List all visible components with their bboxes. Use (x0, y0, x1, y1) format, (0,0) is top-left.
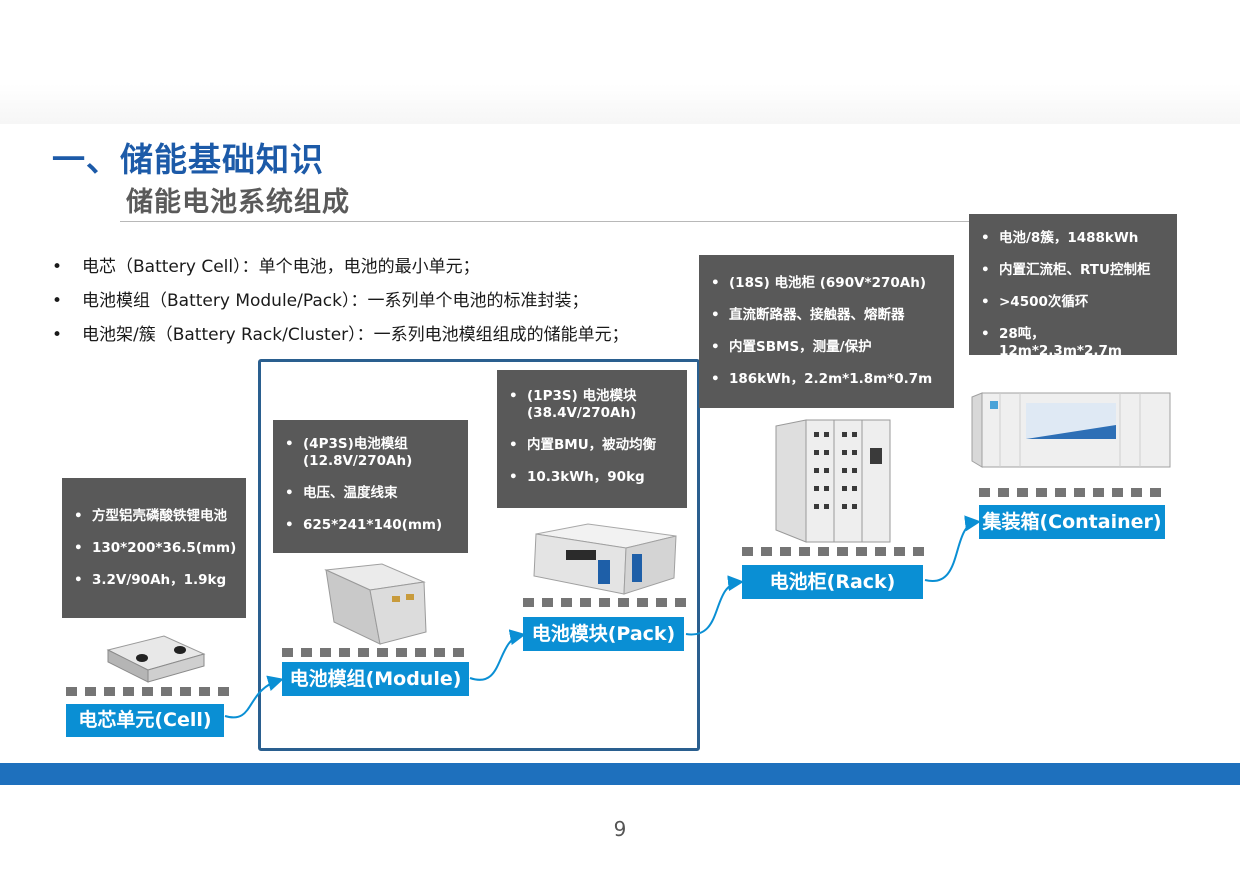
list-item: • 电池架/簇（Battery Rack/Cluster）：一系列电池模组组成的储… (52, 318, 722, 352)
spec-row: •3.2V/90Ah，1.9kg (74, 572, 227, 588)
spec-row: •(1P3S) 电池模块 (38.4V/270Ah) (509, 388, 637, 421)
battery-cell-image (106, 635, 206, 683)
bullet-icon: • (74, 540, 83, 556)
arrow-pack-to-rack (685, 575, 744, 636)
spec-row: •内置BMU，被动均衡 (509, 437, 657, 453)
bullet-icon: • (74, 508, 83, 524)
pack-label: 电池模块(Pack) (523, 617, 684, 651)
container-image (971, 392, 1171, 468)
list-item: • 电池模组（Battery Module/Pack）：一系列单个电池的标准封装； (52, 284, 722, 318)
container-dash-bar (979, 488, 1161, 497)
bullet-icon: • (711, 339, 720, 355)
arrow-module-to-pack (469, 629, 526, 681)
bullet-icon: • (52, 325, 63, 345)
bullet-icon: • (981, 326, 990, 342)
bullet-icon: • (74, 572, 83, 588)
arrow-rack-to-container (924, 515, 981, 583)
bullet-icon: • (981, 262, 990, 278)
bullet-text: 电芯（Battery Cell）：单个电池，电池的最小单元； (82, 257, 480, 277)
spec-row: •直流断路器、接触器、熔断器 (711, 307, 905, 323)
spec-row: •28吨，12m*2.3m*2.7m (981, 326, 1122, 359)
rack-spec-box: •(18S) 电池柜 (690V*270Ah) •直流断路器、接触器、熔断器 •… (699, 255, 954, 408)
arrow-cell-to-module (224, 675, 284, 719)
bullet-icon: • (52, 257, 63, 277)
list-item: • 电芯（Battery Cell）：单个电池，电池的最小单元； (52, 250, 722, 284)
module-label: 电池模组(Module) (282, 662, 469, 696)
rack-label: 电池柜(Rack) (742, 565, 923, 599)
module-dash-bar (282, 648, 464, 657)
spec-row: •方型铝壳磷酸铁锂电池 (74, 508, 227, 524)
spec-row: •内置SBMS，测量/保护 (711, 339, 872, 355)
rack-dash-bar (742, 547, 924, 556)
container-spec-box: •电池/8簇，1488kWh •内置汇流柜、RTU控制柜 •>4500次循环 •… (969, 214, 1177, 359)
spec-row: •186kWh，2.2m*1.8m*0.7m (711, 371, 933, 387)
bullet-text: 电池模组（Battery Module/Pack）：一系列单个电池的标准封装； (82, 291, 589, 311)
bullet-icon: • (711, 307, 720, 323)
bullet-icon: • (711, 371, 720, 387)
pack-dash-bar (523, 598, 686, 607)
pack-spec-box: •(1P3S) 电池模块 (38.4V/270Ah) •内置BMU，被动均衡 •… (497, 370, 687, 508)
page-number: 9 (613, 817, 627, 841)
container-label: 集装箱(Container) (979, 505, 1165, 539)
spec-row: •电压、温度线束 (285, 485, 398, 501)
spec-row: •130*200*36.5(mm) (74, 540, 237, 556)
bullet-icon: • (509, 469, 518, 485)
page-title: 一、储能基础知识 (52, 140, 324, 179)
cell-dash-bar (66, 687, 229, 696)
bullet-icon: • (52, 291, 63, 311)
bullet-icon: • (285, 436, 294, 452)
module-pack-highlight-frame (258, 359, 700, 751)
battery-pack-image (533, 523, 677, 595)
bullet-icon: • (285, 517, 294, 533)
spec-row: •625*241*140(mm) (285, 517, 443, 533)
bullet-icon: • (509, 437, 518, 453)
definition-list: • 电芯（Battery Cell）：单个电池，电池的最小单元； • 电池模组（Ba… (52, 250, 722, 352)
spec-row: •内置汇流柜、RTU控制柜 (981, 262, 1151, 278)
spec-row: •(18S) 电池柜 (690V*270Ah) (711, 275, 927, 291)
bullet-icon: • (981, 230, 990, 246)
battery-module-image (324, 563, 427, 645)
bullet-icon: • (285, 485, 294, 501)
bullet-icon: • (509, 388, 518, 404)
module-spec-box: •(4P3S)电池模组 (12.8V/270Ah) •电压、温度线束 •625*… (273, 420, 468, 553)
spec-row: •>4500次循环 (981, 294, 1089, 310)
title-divider (120, 221, 985, 222)
spec-row: •电池/8簇，1488kWh (981, 230, 1139, 246)
bullet-icon: • (711, 275, 720, 291)
bullet-text: 电池架/簇（Battery Rack/Cluster）：一系列电池模组组成的储能… (82, 325, 629, 345)
spec-row: •10.3kWh，90kg (509, 469, 645, 485)
cell-spec-box: •方型铝壳磷酸铁锂电池 •130*200*36.5(mm) •3.2V/90Ah… (62, 478, 246, 618)
cell-label: 电芯单元(Cell) (66, 704, 224, 737)
bullet-icon: • (981, 294, 990, 310)
footer-band (0, 763, 1240, 785)
page-subtitle: 储能电池系统组成 (126, 187, 350, 218)
battery-rack-image (775, 419, 891, 543)
header-band (0, 84, 1240, 124)
spec-row: •(4P3S)电池模组 (12.8V/270Ah) (285, 436, 413, 469)
